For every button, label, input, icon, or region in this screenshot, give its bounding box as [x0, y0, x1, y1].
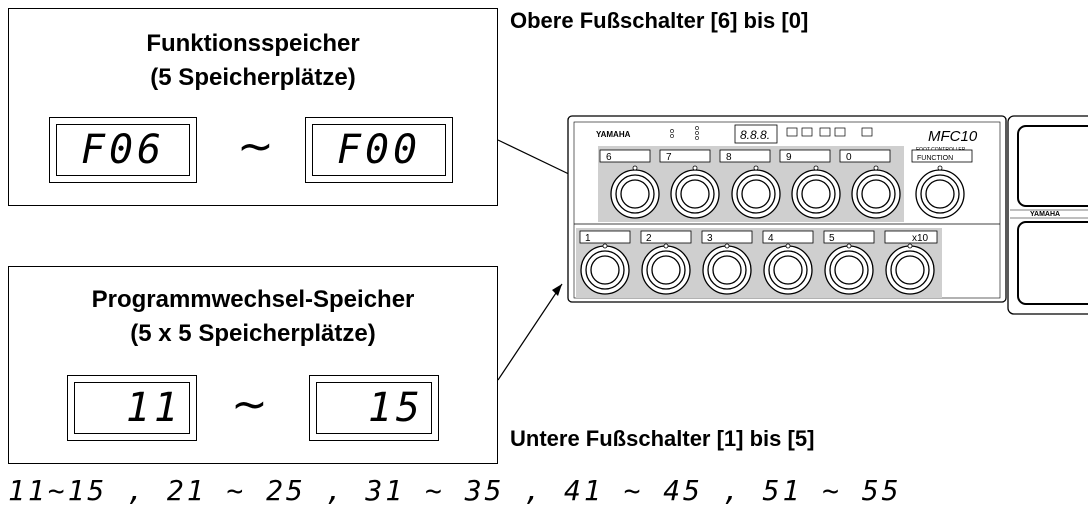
lower-footswitches	[580, 245, 935, 295]
upper-key-6: 6	[606, 152, 612, 163]
device-display	[734, 124, 778, 144]
function-memory-panel: Funktionsspeicher (5 Speicherplätze) F06…	[8, 8, 498, 206]
program-display-to-text: 15	[367, 385, 424, 431]
program-display-to: 15	[309, 375, 439, 441]
function-memory-title: Funktionsspeicher	[146, 30, 360, 57]
upper-key-8: 8	[726, 152, 732, 163]
upper-key-7: 7	[666, 152, 672, 163]
function-display-from-text: F06	[80, 127, 166, 173]
lower-switches-label: Untere Fußschalter [1] bis [5]	[510, 426, 815, 451]
lower-key-1: 1	[585, 233, 591, 244]
device-display-text: 8.8.8.	[740, 128, 770, 142]
program-ranges-text: 11~15 , 21 ~ 25 , 31 ~ 35 , 41 ~ 45 , 51…	[8, 474, 902, 507]
program-memory-title: Programmwechsel-Speicher	[91, 286, 415, 313]
program-display-from-text: 11	[125, 385, 182, 431]
function-display-to: F00	[305, 117, 453, 183]
lower-switch-area	[576, 228, 942, 298]
device-model-text: MFC10	[928, 128, 978, 145]
pedal-brand-text: YAMAHA	[1030, 211, 1060, 218]
function-display-from: F06	[49, 117, 197, 183]
device-brand-text: YAMAHA	[596, 130, 631, 139]
lower-key-4: 4	[768, 233, 774, 244]
upper-key-9: 9	[786, 152, 792, 163]
upper-footswitches	[610, 169, 965, 219]
lower-key-3: 3	[707, 233, 713, 244]
lower-key-x10: x10	[912, 233, 929, 244]
lower-key-5: 5	[829, 233, 835, 244]
lower-key-2: 2	[646, 233, 652, 244]
function-display-to-text: F00	[336, 127, 422, 173]
program-memory-subtitle: (5 x 5 Speicherplätze)	[130, 320, 376, 347]
upper-pedal	[1017, 125, 1088, 207]
lower-pointer-line	[497, 283, 563, 381]
program-memory-panel: Programmwechsel-Speicher (5 x 5 Speicher…	[8, 266, 498, 464]
lower-pedal	[1017, 221, 1088, 305]
upper-key-labels	[599, 149, 973, 163]
function-key-label: FUNCTION	[917, 155, 953, 162]
upper-switches-label: Obere Fußschalter [6] bis [0]	[510, 8, 809, 33]
upper-key-0: 0	[846, 152, 852, 163]
function-memory-subtitle: (5 Speicherplätze)	[150, 64, 356, 91]
program-range-tilde: ~	[231, 379, 268, 430]
program-display-from: 11	[67, 375, 197, 441]
function-range-tilde: ~	[237, 121, 274, 172]
